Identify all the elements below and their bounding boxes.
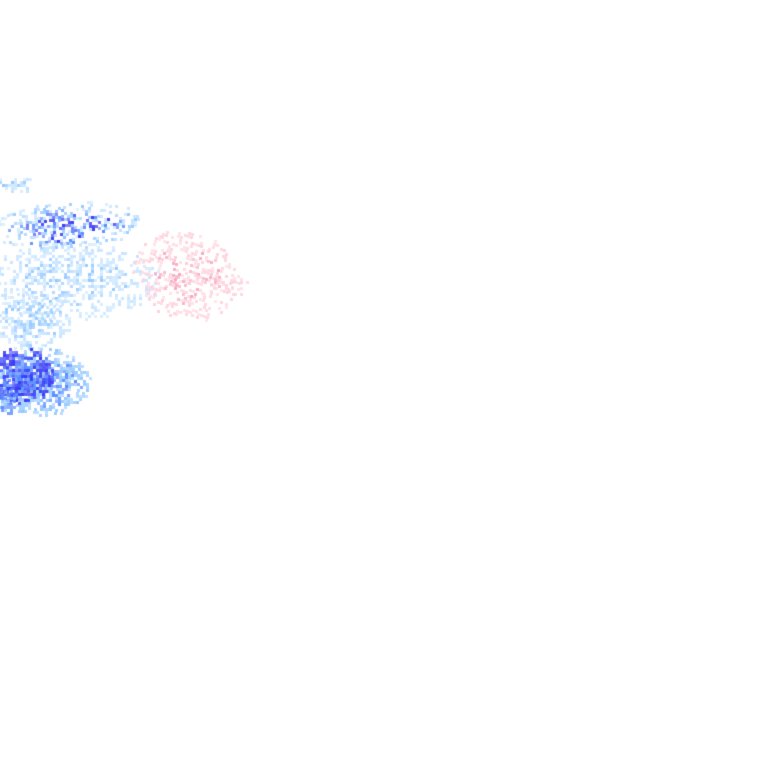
precipitation-overlay — [0, 0, 768, 768]
radar-map-tile[interactable] — [0, 0, 768, 768]
